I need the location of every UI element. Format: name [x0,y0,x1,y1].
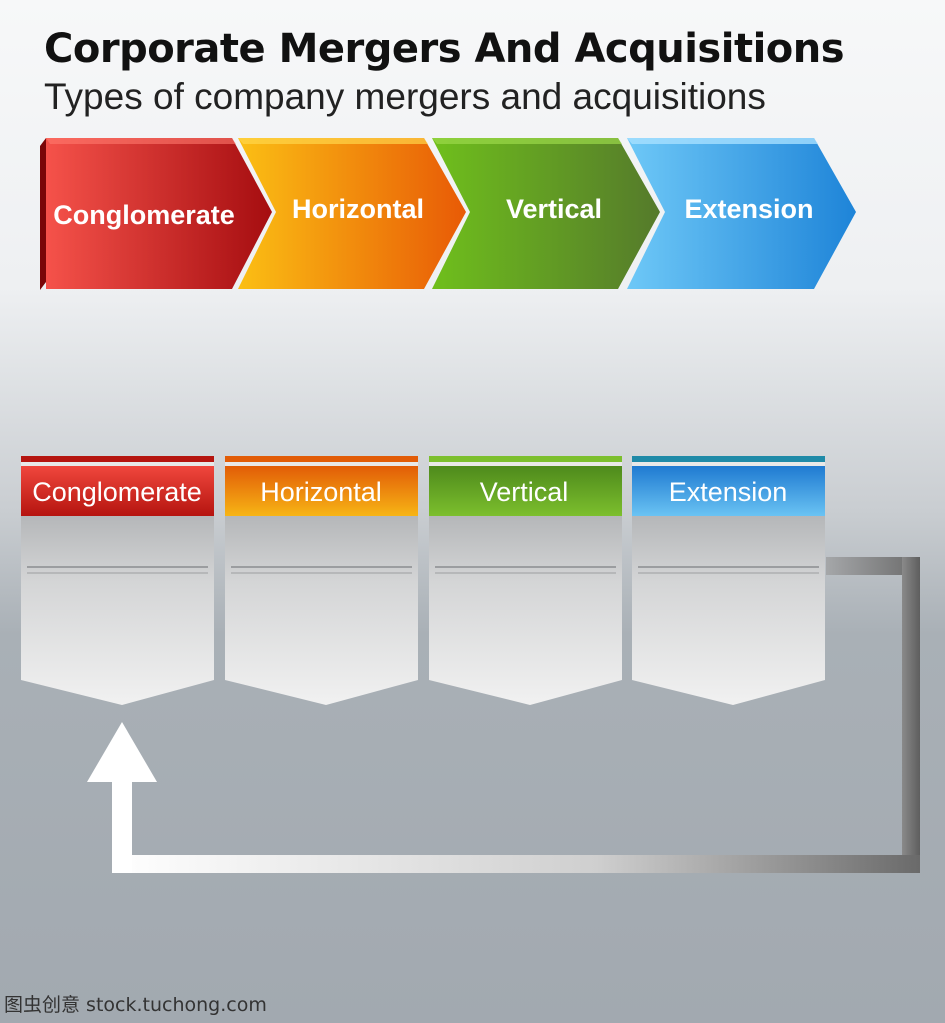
card-extension: Extension [632,456,825,705]
cycle-loop-arrow [87,557,920,873]
card-conglomerate: Conglomerate [21,456,214,705]
arrow-vertical: Vertical [432,138,660,289]
arrow-conglomerate: Conglomerate [40,138,272,290]
arrow-label-extension: Extension [684,194,813,224]
arrow-horizontal: Horizontal [238,138,466,289]
card-label-vertical: Vertical [480,477,569,507]
card-label-conglomerate: Conglomerate [32,477,202,507]
card-label-extension: Extension [669,477,788,507]
arrow-label-horizontal: Horizontal [292,194,424,224]
card-label-horizontal: Horizontal [260,477,382,507]
diagram-subtitle: Types of company mergers and acquisition… [44,76,766,117]
arrow-label-vertical: Vertical [506,194,602,224]
card-horizontal: Horizontal [225,456,418,705]
diagram-title: Corporate Mergers And Acquisitions [44,26,845,72]
arrow-extension: Extension [627,138,856,289]
arrow-label-conglomerate: Conglomerate [53,200,235,230]
card-vertical: Vertical [429,456,622,705]
watermark-text: 图虫创意 stock.tuchong.com [4,994,267,1016]
